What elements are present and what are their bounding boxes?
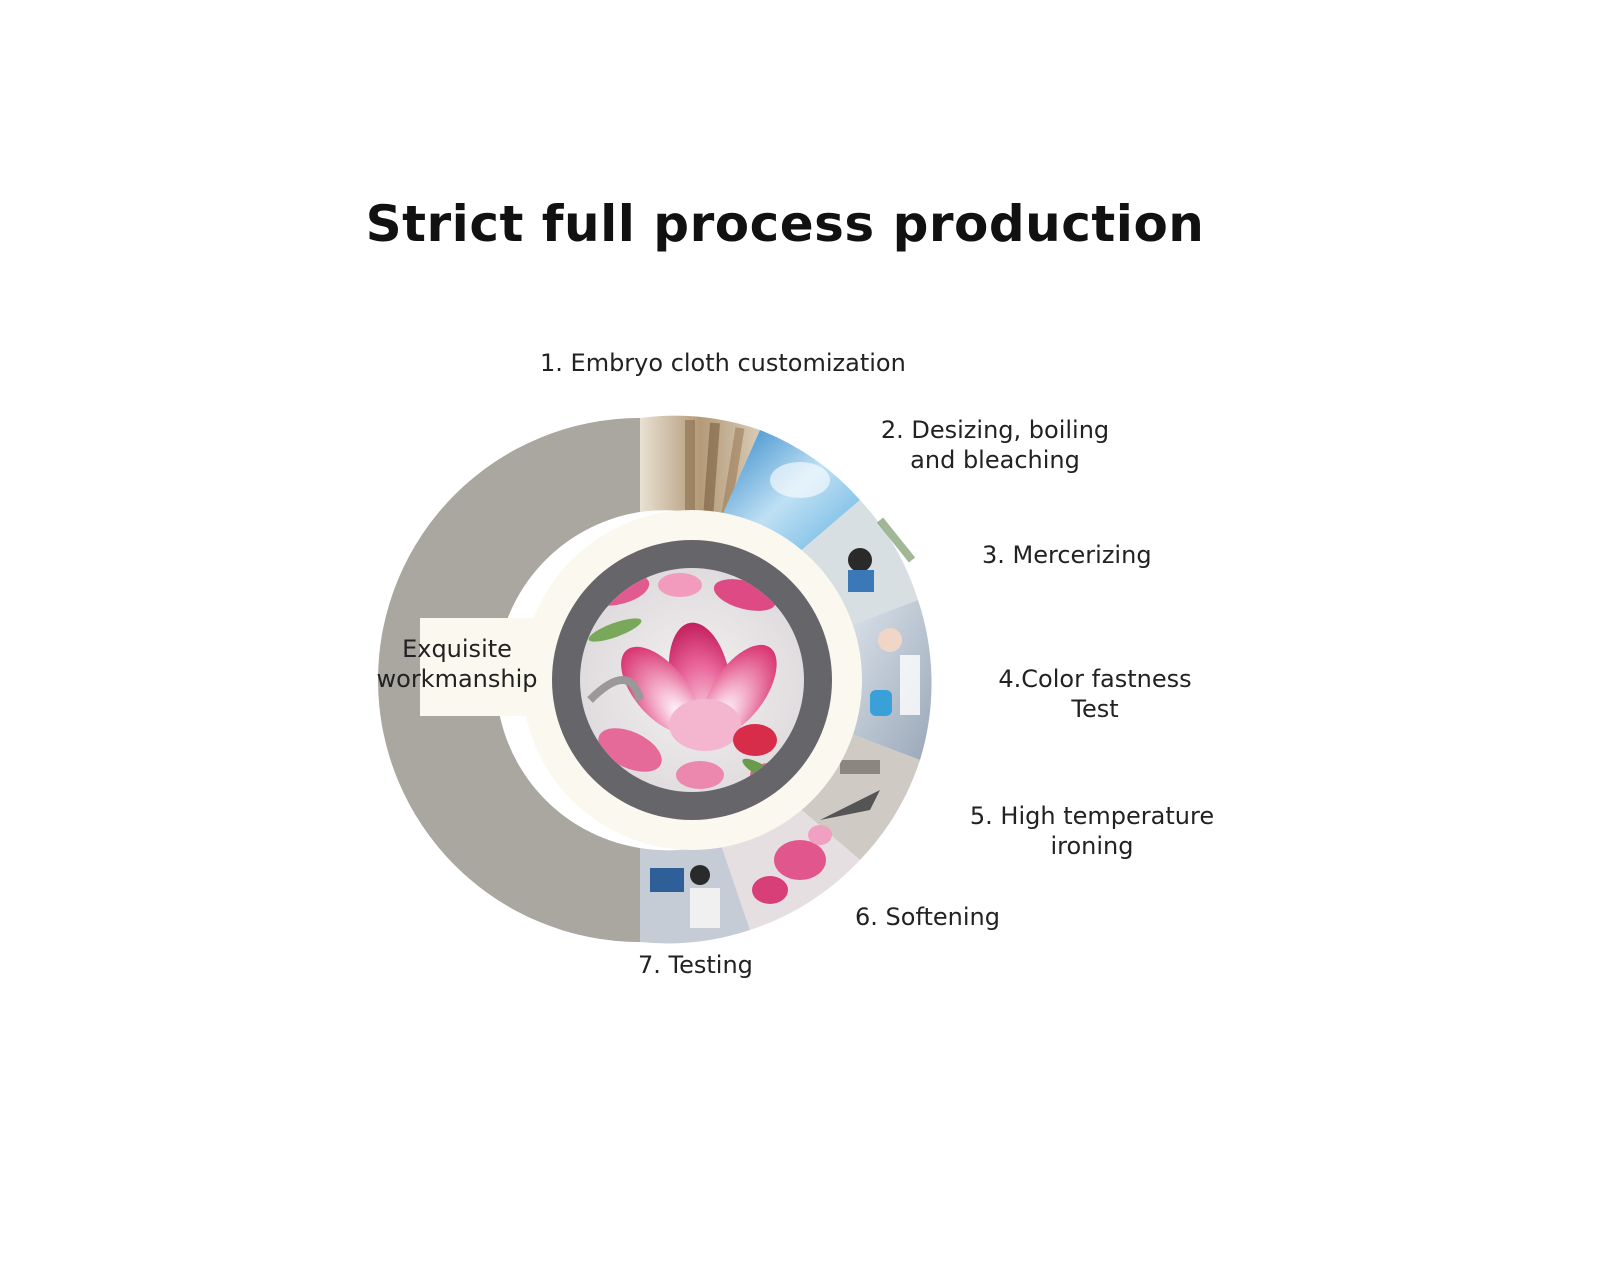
outer-ring-left (378, 418, 640, 942)
step-3-label: 3. Mercerizing (982, 541, 1152, 569)
step-5-label: 5. High temperature ironing (969, 802, 1215, 860)
page-title: Strict full process production (365, 195, 1205, 253)
step-1-label: 1. Embryo cloth customization (540, 349, 906, 377)
step-7-label: 7. Testing (638, 951, 753, 979)
center-label: Exquisite workmanship (372, 634, 542, 694)
flower-image (580, 568, 804, 792)
center-label-line1: Exquisite (402, 635, 512, 663)
center-label-line2: workmanship (376, 665, 538, 693)
segment-color-fastness (838, 600, 932, 760)
step-2-label: 2. Desizing, boiling and bleaching (880, 416, 1110, 474)
step-4-label: 4.Color fastness Test (998, 665, 1192, 723)
step-6-label: 6. Softening (855, 903, 1000, 931)
photo-ring (640, 415, 932, 944)
